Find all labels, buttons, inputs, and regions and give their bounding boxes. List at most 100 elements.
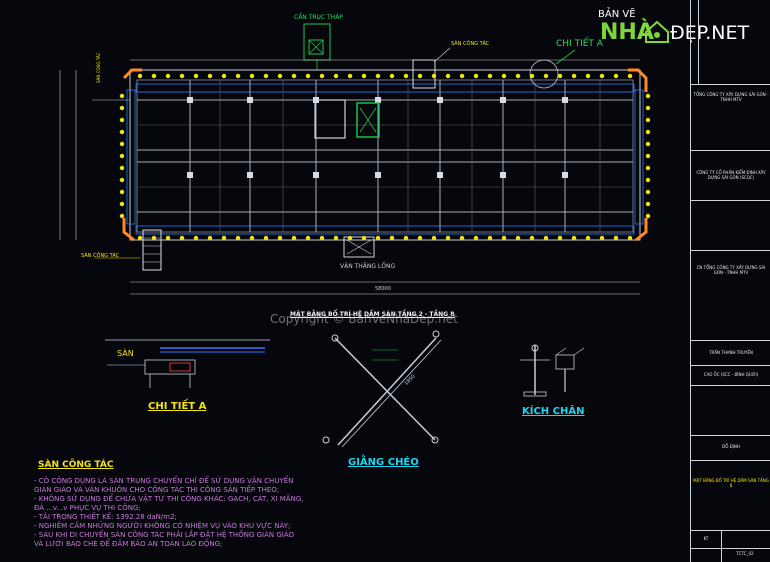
light-marker	[119, 177, 125, 183]
tb-sheet-label: KT	[703, 536, 709, 541]
light-marker	[645, 129, 651, 135]
building-outline	[129, 69, 641, 241]
light-marker	[207, 73, 213, 79]
light-marker	[403, 73, 409, 79]
light-marker	[529, 73, 535, 79]
light-marker	[137, 73, 143, 79]
light-marker	[627, 235, 633, 241]
light-marker	[645, 177, 651, 183]
detail-a-callout	[529, 59, 559, 89]
light-marker	[277, 235, 283, 241]
light-marker	[347, 73, 353, 79]
light-marker	[645, 165, 651, 171]
light-marker	[193, 235, 199, 241]
light-marker	[165, 73, 171, 79]
light-marker	[529, 235, 535, 241]
light-marker	[137, 235, 143, 241]
light-marker	[119, 189, 125, 195]
light-marker	[645, 117, 651, 123]
light-marker	[417, 73, 423, 79]
light-marker	[645, 93, 651, 99]
light-marker	[501, 73, 507, 79]
tb-sheet-no: TCTC_02	[736, 551, 754, 556]
beam-grid	[137, 80, 633, 232]
cross-brace-title: GIẰNG CHÉO	[348, 457, 419, 468]
tb-consultant: CÔNG TY CỔ PHẦN KIỂM ĐỊNH XÂY DỰNG SÀI G…	[696, 170, 766, 180]
light-marker	[645, 141, 651, 147]
title-block: TỔNG CÔNG TY XÂY DỰNG SÀI GÒN - TNHH MTV…	[690, 0, 770, 562]
light-marker	[119, 165, 125, 171]
cad-drawing-svg	[59, 23, 648, 448]
light-marker	[375, 73, 381, 79]
light-marker	[473, 73, 479, 79]
scaffold-band-left	[126, 89, 136, 225]
light-marker	[249, 235, 255, 241]
light-marker	[119, 129, 125, 135]
light-marker	[277, 73, 283, 79]
light-marker	[627, 73, 633, 79]
light-marker	[515, 235, 521, 241]
light-marker	[119, 153, 125, 159]
light-marker	[119, 117, 125, 123]
light-marker	[151, 235, 157, 241]
light-marker	[645, 201, 651, 207]
tb-project: CAO ỐC (SCC - BÌNH QUỚI)	[703, 372, 759, 377]
light-marker	[571, 73, 577, 79]
stair-core	[314, 99, 346, 139]
light-marker	[445, 73, 451, 79]
plan-title: MẶT BẰNG BỐ TRÍ HỆ DẦM SÀN TẦNG 2 - TẦNG…	[290, 311, 455, 318]
scaffold-band-top	[135, 83, 635, 93]
light-marker	[119, 93, 125, 99]
note-line: - KHÔNG SỬ DỤNG ĐỂ CHỨA VẬT TƯ THI CÔNG …	[34, 495, 304, 503]
light-marker	[305, 235, 311, 241]
corner-br	[635, 218, 648, 242]
light-marker	[179, 235, 185, 241]
light-marker	[119, 213, 125, 219]
light-marker	[543, 235, 549, 241]
light-marker	[291, 73, 297, 79]
light-marker	[347, 235, 353, 241]
light-marker	[235, 73, 241, 79]
light-marker	[179, 73, 185, 79]
scaffold-band-bottom	[135, 225, 635, 235]
light-marker	[459, 235, 465, 241]
detail-a-label-plan: CHI TIẾT A	[556, 39, 603, 49]
corner-tr	[628, 68, 648, 92]
note-line: - CÓ CÔNG DỤNG LÀ SÀN TRUNG CHUYỂN CHỈ Đ…	[34, 477, 294, 485]
light-marker	[119, 105, 125, 111]
watermark: Copyright © BanVeNhaDep.net	[270, 312, 458, 326]
light-markers	[119, 73, 651, 241]
house-icon	[645, 20, 669, 43]
light-marker	[599, 73, 605, 79]
light-marker	[263, 235, 269, 241]
light-marker	[119, 141, 125, 147]
light-marker	[389, 73, 395, 79]
dimension-lines	[59, 59, 640, 295]
light-marker	[585, 73, 591, 79]
site-logo[interactable]: BẢN VẼ NHÀ ĐẸP.NET	[598, 8, 758, 50]
logo-prefix: BẢN VẼ	[598, 9, 636, 20]
light-marker	[487, 235, 493, 241]
light-marker	[599, 235, 605, 241]
light-marker	[333, 235, 339, 241]
note-line: - NGHIÊM CẤM NHỮNG NGƯỜI KHÔNG CÓ NHIỆM …	[34, 522, 291, 530]
light-marker	[333, 73, 339, 79]
light-marker	[613, 73, 619, 79]
light-marker	[207, 235, 213, 241]
light-marker	[361, 73, 367, 79]
tb-checked: ĐỖ ĐỊNH	[722, 444, 740, 449]
jack-drawing	[520, 344, 585, 397]
light-marker	[389, 235, 395, 241]
lift-label: VẬN THĂNG LỒNG	[340, 263, 396, 270]
light-marker	[515, 73, 521, 79]
light-marker	[487, 73, 493, 79]
note-line: - TẢI TRỌNG THIẾT KẾ: 1392.28 daN/m2;	[34, 513, 177, 521]
note-line: ĐÁ ...v...v PHỤC VỤ THI CÔNG;	[34, 504, 141, 512]
light-marker	[119, 201, 125, 207]
columns	[187, 97, 568, 178]
light-marker	[445, 235, 451, 241]
light-marker	[249, 73, 255, 79]
jack-title: KÍCH CHÂN	[522, 406, 585, 417]
work-floor-label-top: SÀN CÔNG TÁC	[451, 41, 490, 47]
